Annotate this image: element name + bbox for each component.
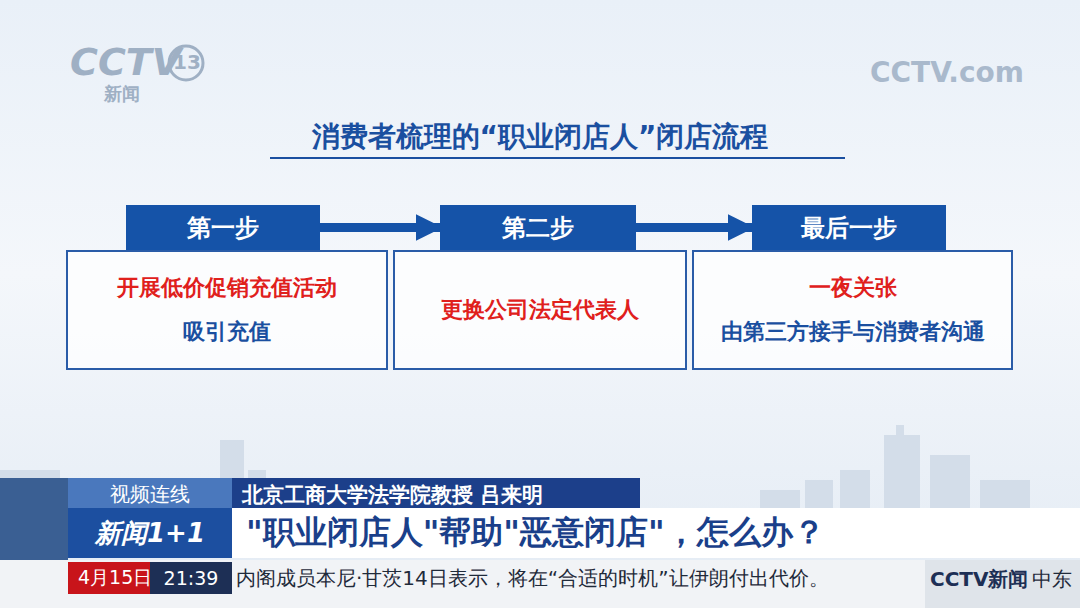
ticker-band: 内阁成员本尼·甘茨14日表示，将在“合适的时机”让伊朗付出代价。 <box>232 562 922 595</box>
station-logo: CCTV新闻 <box>930 566 1028 593</box>
node-text: 第二步 <box>502 212 574 244</box>
node-text: 新闻1+1 <box>95 516 205 551</box>
ticker-end <box>925 560 1080 608</box>
program-logo: 新闻1+1 <box>68 508 232 558</box>
node-text: 一夜关张 <box>809 273 897 303</box>
node-text: 第一步 <box>187 212 259 244</box>
step-header: 第二步 <box>440 205 636 250</box>
step-header: 第一步 <box>126 205 320 250</box>
ticker-topic: 中东 <box>1032 566 1072 593</box>
node-text: 视频连线 <box>110 481 190 508</box>
node-text: 更换公司法定代表人 <box>441 295 639 325</box>
tag-band: 视频连线 <box>68 478 232 511</box>
node-text: "职业闭店人"帮助"恶意闭店"，怎么办？ <box>246 511 825 555</box>
channel-number: 13 <box>173 50 201 74</box>
node-text: 由第三方接手与消费者沟通 <box>721 317 985 347</box>
name-band: 北京工商大学法学院教授 吕来明 <box>232 478 640 512</box>
node-text: 北京工商大学法学院教授 吕来明 <box>242 481 543 509</box>
ticker-ground <box>0 560 1080 608</box>
city-skyline <box>0 425 1030 520</box>
channel-logo: CCTV <box>70 40 181 84</box>
node-text: 内阁成员本尼·甘茨14日表示，将在“合适的时机”让伊朗付出代价。 <box>236 565 829 592</box>
node-text: 开展低价促销充值活动 <box>117 273 337 303</box>
headline-band: "职业闭店人"帮助"恶意闭店"，怎么办？ <box>232 508 1080 558</box>
diagram-title: 消费者梳理的“职业闭店人”闭店流程 <box>0 118 1080 156</box>
flow-arrow <box>320 223 440 232</box>
step-box: 更换公司法定代表人 <box>393 250 687 370</box>
date-band: 4月15日 <box>68 562 162 594</box>
node-text: 4月15日 <box>78 565 152 591</box>
node-text: 21:39 <box>164 567 219 589</box>
step-header: 最后一步 <box>752 205 946 250</box>
watermark: CCTV.com <box>870 56 1024 89</box>
node-text: 最后一步 <box>801 212 897 244</box>
node-text: 吸引充值 <box>183 317 271 347</box>
time-band: 21:39 <box>150 562 232 594</box>
title-underline <box>270 157 845 159</box>
channel-name: 新闻 <box>104 82 140 106</box>
step-box: 一夜关张由第三方接手与消费者沟通 <box>692 250 1013 370</box>
step-box: 开展低价促销充值活动吸引充值 <box>66 250 388 370</box>
flow-arrow <box>636 223 752 232</box>
